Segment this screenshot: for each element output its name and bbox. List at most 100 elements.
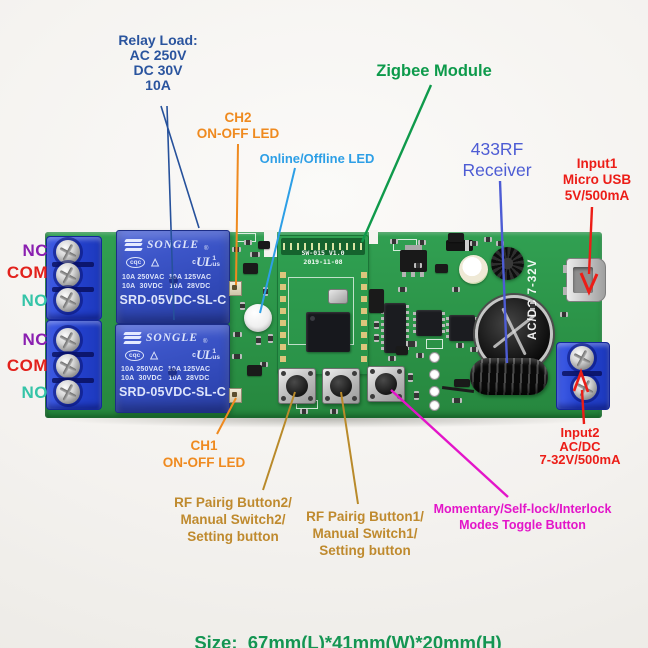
- smd-component: [484, 237, 492, 242]
- micro-usb-port: [563, 258, 606, 302]
- smd-component: [300, 409, 308, 414]
- relay-brand: SONGLE: [146, 331, 199, 344]
- smd-component: [244, 240, 252, 245]
- smd-component: [470, 347, 478, 352]
- terminal-label-nc-2: NC: [22, 330, 48, 349]
- smd-component: [260, 362, 268, 367]
- terminal-screw: [56, 263, 80, 287]
- smd-component: [374, 321, 379, 329]
- terminal-screw: [56, 380, 80, 404]
- smd-component: [456, 343, 464, 348]
- module-silkscreen-model: SW-015 V1.0: [301, 249, 345, 257]
- relay-model: SRD-05VDC-SL-C: [119, 293, 227, 307]
- smd-component: [232, 247, 241, 252]
- inductor-white: [459, 255, 488, 284]
- zigbee-soc-chip: [306, 312, 350, 352]
- module-silkscreen-date: 2019-11-08: [303, 258, 343, 266]
- ch2-led: [229, 281, 242, 296]
- board-notch: [369, 230, 378, 244]
- relay-model: SRD-05VDC-SL-C: [119, 385, 226, 399]
- relay-mold-dot: [169, 276, 178, 285]
- relay-brand: SONGLE: [147, 238, 200, 251]
- solder-pad: [429, 369, 440, 380]
- silkscreen-outline: [426, 339, 443, 349]
- ch1-led: [229, 388, 242, 403]
- module-pads-right: [361, 272, 367, 368]
- songle-logo-icon: [124, 237, 143, 252]
- smd-component: [233, 332, 242, 337]
- smd-chip: [454, 379, 470, 387]
- smd-chip: [243, 263, 258, 274]
- terminal-screw: [56, 288, 80, 312]
- module-pads-left: [280, 272, 286, 368]
- online-offline-led-label: Online/Offline LED: [259, 151, 375, 166]
- triangle-mark-icon: △: [151, 256, 159, 268]
- smd-chip: [247, 365, 262, 376]
- smd-component: [560, 312, 568, 317]
- terminal-screw: [56, 240, 80, 264]
- smd-component: [232, 354, 242, 359]
- smd-chip: [448, 233, 464, 242]
- rf-pairing-button-2: [278, 368, 316, 404]
- ic-sop: [381, 303, 409, 353]
- smd-component: [416, 353, 424, 358]
- button-cap: [375, 373, 397, 395]
- smd-component: [240, 302, 245, 310]
- pairing-button2-label: RF Pairig Button2/Manual Switch2/Setting…: [174, 495, 292, 544]
- ic-sop8: [446, 315, 478, 341]
- solder-pad: [429, 400, 440, 411]
- relay-logo-row: SONGLE ®: [123, 330, 221, 345]
- registered-mark: ®: [204, 246, 209, 252]
- smd-component: [408, 373, 413, 382]
- power-silkscreen: AC/DC 7-32V: [527, 258, 539, 340]
- terminal-screw: [573, 376, 597, 400]
- smd-chip: [369, 289, 384, 313]
- smd-component: [330, 409, 338, 414]
- size-label: Size: 67mm(L)*41mm(W)*20mm(H): [194, 632, 502, 648]
- terminal-label-no-1: NO: [21, 291, 48, 310]
- terminal-screw: [56, 354, 80, 378]
- ic-sop8: [413, 310, 445, 336]
- zigbee-module-label: Zigbee Module: [376, 62, 492, 80]
- pairing-button1-label: RF Pairig Button1/Manual Switch1/Setting…: [306, 509, 424, 558]
- smd-component: [263, 287, 268, 296]
- button-cap: [286, 375, 308, 397]
- solder-pad: [429, 352, 440, 363]
- terminal-label-nc-1: NC: [22, 241, 48, 260]
- smd-component: [418, 240, 426, 245]
- smd-component: [452, 287, 460, 292]
- smd-component: [268, 334, 273, 343]
- online-offline-led: [244, 304, 272, 332]
- terminal-label-no-2: NO: [21, 383, 48, 402]
- terminal-label-com-2: COM: [6, 356, 48, 375]
- crystal-oscillator: [328, 289, 348, 304]
- terminal-label-com-1: COM: [6, 263, 48, 282]
- smd-component: [496, 241, 504, 246]
- rf-pairing-button-1: [322, 368, 360, 404]
- cqc-mark-icon: cqc: [126, 256, 146, 268]
- solder-pad: [429, 386, 440, 397]
- mode-toggle-button: [367, 366, 405, 402]
- smd-component: [470, 241, 478, 246]
- songle-logo-icon: [123, 330, 142, 345]
- terminal-screw: [56, 328, 80, 352]
- smd-component: [414, 391, 419, 400]
- registered-mark: ®: [203, 339, 208, 345]
- diode: [446, 240, 473, 251]
- triangle-mark-icon: △: [150, 349, 158, 361]
- toroid-inductor: [491, 247, 524, 280]
- smd-component: [250, 252, 260, 257]
- button-cap: [330, 375, 352, 397]
- relay-mold-dot: [168, 368, 177, 377]
- smd-chip: [435, 264, 448, 273]
- smd-component: [388, 356, 396, 361]
